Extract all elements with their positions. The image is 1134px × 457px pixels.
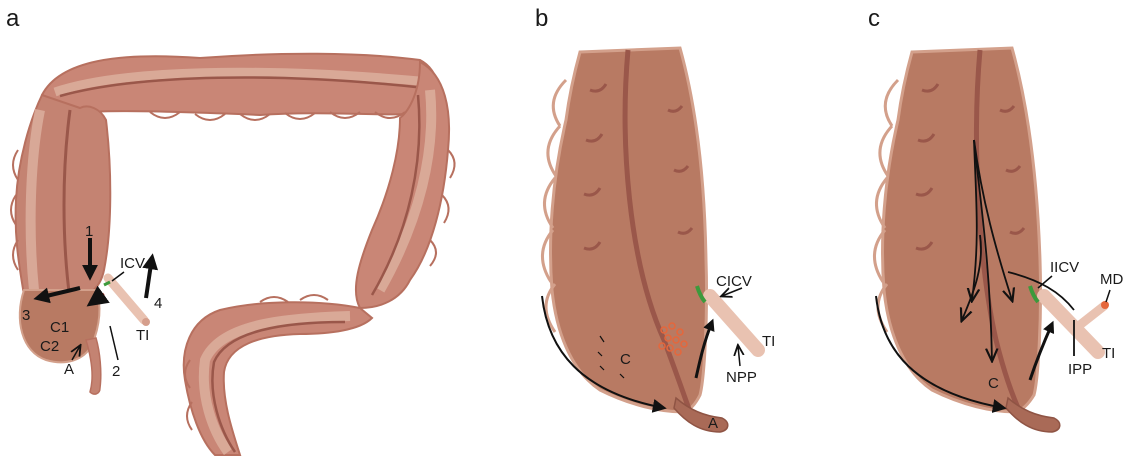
panel-c-letter: c xyxy=(868,5,880,32)
label-iicv: IICV xyxy=(1050,259,1079,276)
label-ti-b: TI xyxy=(762,333,775,350)
label-2: 2 xyxy=(112,363,120,380)
n2-pointer xyxy=(110,326,118,360)
terminal-ileum xyxy=(108,278,144,320)
panel-b-letter: b xyxy=(535,5,548,32)
label-c1: C1 xyxy=(50,319,69,336)
md-tip xyxy=(1101,301,1109,309)
label-1: 1 xyxy=(85,223,93,240)
label-ti: TI xyxy=(136,327,149,344)
md-branch xyxy=(1076,306,1104,328)
icv-pointer xyxy=(112,272,124,281)
label-c-c: C xyxy=(988,375,999,392)
label-4: 4 xyxy=(154,295,162,312)
arrow-4 xyxy=(146,258,152,298)
panel-a-letter: a xyxy=(6,5,20,32)
label-3: 3 xyxy=(22,307,30,324)
label-icv: ICV xyxy=(120,255,145,272)
label-a: A xyxy=(64,361,74,378)
label-npp: NPP xyxy=(726,369,757,386)
ileum-b xyxy=(710,296,758,350)
appendix xyxy=(86,338,101,394)
panel-a: a xyxy=(6,5,455,455)
appendix-b xyxy=(674,398,728,432)
label-md: MD xyxy=(1100,271,1123,288)
panel-b: b CIC xyxy=(535,5,775,432)
label-ti-c: TI xyxy=(1102,345,1115,362)
colon-illustration xyxy=(11,54,455,455)
label-ipp: IPP xyxy=(1068,361,1092,378)
label-a-b: A xyxy=(708,415,718,432)
panel-c: c IICV xyxy=(868,5,1123,432)
label-cicv: CICV xyxy=(716,273,752,290)
npp-pointer xyxy=(738,346,740,366)
appendix-c xyxy=(1006,398,1060,432)
label-c2: C2 xyxy=(40,338,59,355)
md-pointer xyxy=(1106,290,1110,302)
ileum-c xyxy=(1044,296,1098,352)
cecum-c xyxy=(883,48,1041,412)
label-c-b: C xyxy=(620,351,631,368)
